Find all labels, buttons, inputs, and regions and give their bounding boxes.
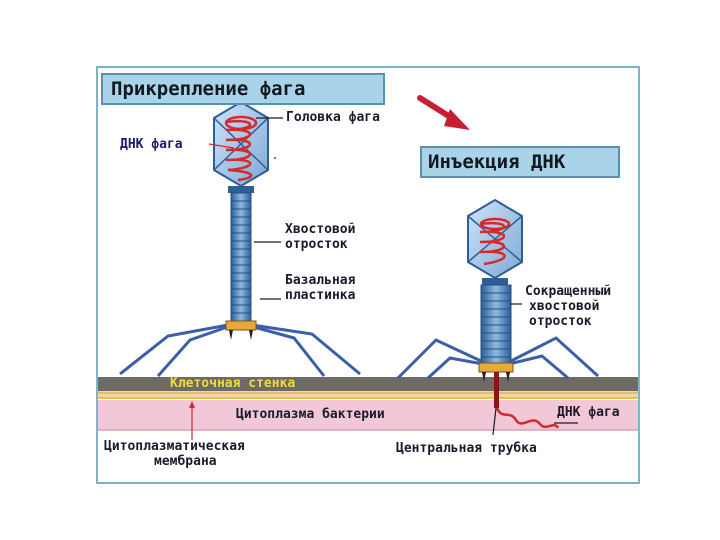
diagram-frame: Прикрепление фага Инъекция ДНК Головка ф…	[96, 66, 640, 484]
label-dna-right: ДНК фага	[557, 405, 620, 420]
central-tube	[494, 372, 499, 408]
label-tail-line1: Хвостовой	[285, 222, 356, 237]
phage-contracted-tail	[480, 284, 512, 364]
phage-attached	[119, 100, 361, 377]
label-phage-head: Головка фага	[286, 110, 380, 125]
phage-injecting	[396, 198, 600, 429]
phage-illustration	[98, 95, 638, 440]
label-membrane-line1: Цитоплазматическая	[104, 439, 245, 454]
label-contracted-line2: хвостовой	[529, 299, 600, 314]
cell-wall-lower	[98, 391, 638, 397]
label-tail-line2: отросток	[285, 237, 348, 252]
label-phage-dna: ДНК фага	[120, 137, 183, 152]
label-central-tube: Центральная трубка	[396, 441, 537, 456]
arrow-icon	[417, 95, 470, 130]
label-plate-line1: Базальная	[285, 273, 356, 288]
label-contracted-line3: отросток	[529, 314, 592, 329]
title-attachment: Прикрепление фага	[101, 73, 385, 105]
cell-wall-band	[98, 377, 638, 391]
label-membrane-line2: мембрана	[154, 454, 217, 469]
phage-dna-coil	[225, 119, 253, 182]
title-injection: Инъекция ДНК	[420, 146, 620, 178]
injected-dna	[495, 407, 560, 429]
label-contracted-line1: Сокращенный	[525, 284, 612, 299]
cytoplasm-band	[98, 400, 638, 430]
label-cell-wall: Клеточная стенка	[170, 376, 296, 391]
label-plate-line2: пластинка	[285, 288, 356, 303]
phage-base-plate	[225, 320, 257, 331]
label-cytoplasm: Цитоплазма бактерии	[236, 407, 385, 422]
